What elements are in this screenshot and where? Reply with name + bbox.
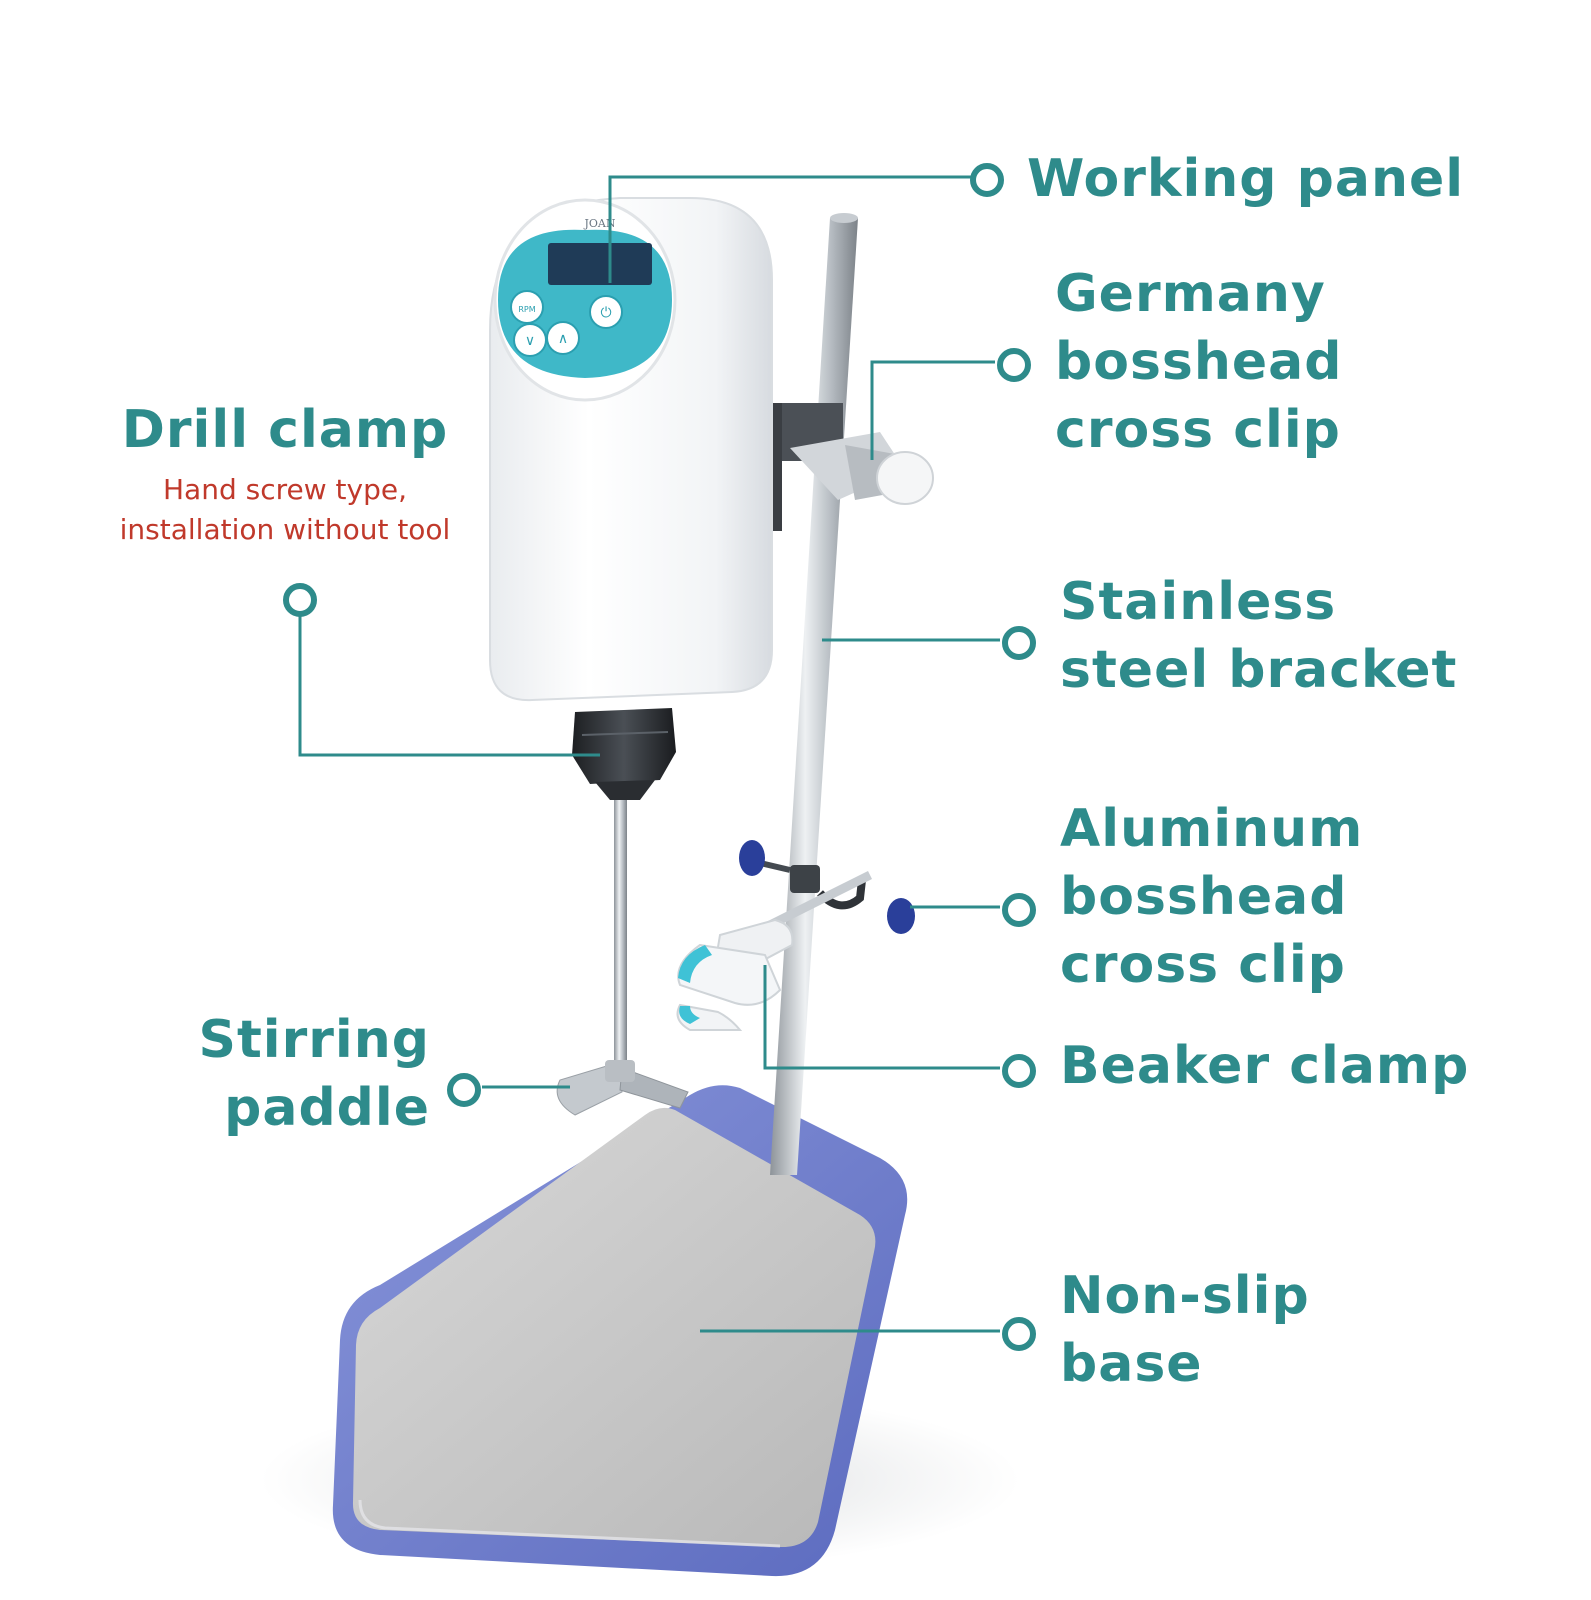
power-button-icon: ⏻	[589, 295, 623, 329]
callout-lines	[298, 175, 1000, 1333]
dot-drill-clamp	[283, 583, 317, 617]
svg-text:∧: ∧	[558, 331, 568, 347]
label-line: cross clip	[1055, 400, 1341, 460]
blue-knob-left	[739, 840, 765, 876]
lcd-display	[548, 243, 652, 285]
label-line: Stirring	[198, 1010, 430, 1070]
label-line: Non-slip	[1060, 1266, 1310, 1326]
dot-aluminum-bosshead	[1002, 893, 1036, 927]
svg-text:⏻: ⏻	[600, 305, 611, 321]
brand-label: JOAN	[584, 217, 616, 230]
down-button-icon: ∨	[513, 323, 547, 357]
label-line: cross clip	[1060, 935, 1346, 995]
label-line: paddle	[224, 1078, 430, 1138]
sub-line: Hand screw type,	[163, 473, 407, 506]
line-drill-clamp	[298, 612, 600, 757]
aluminum-bosshead-clip	[739, 840, 915, 935]
label-stainless-bracket: Stainless steel bracket	[1060, 568, 1457, 704]
dot-non-slip-base	[1002, 1317, 1036, 1351]
line-working-panel	[608, 175, 972, 283]
steel-plate	[352, 1107, 876, 1548]
label-line: steel bracket	[1060, 640, 1458, 700]
label-line: Beaker clamp	[1060, 1036, 1470, 1096]
beaker-clamp	[676, 918, 794, 1031]
label-non-slip-base: Non-slip base	[1060, 1262, 1310, 1398]
germany-bosshead-clip	[770, 403, 934, 531]
label-working-panel: Working panel	[1027, 145, 1464, 213]
sub-line: installation without tool	[119, 513, 451, 546]
label-drill-clamp-sub: Hand screw type, installation without to…	[60, 470, 510, 550]
label-line: Working panel	[1027, 149, 1465, 209]
dot-working-panel	[970, 163, 1004, 197]
motor-body: JOAN RPM ∨ ∧ ⏻	[489, 197, 773, 702]
non-slip-base	[332, 1085, 908, 1577]
drill-chuck	[572, 708, 676, 800]
label-line: Germany	[1055, 264, 1326, 324]
blue-knob-right	[887, 898, 915, 934]
svg-text:∨: ∨	[525, 333, 535, 349]
label-line: base	[1060, 1334, 1203, 1394]
svg-text:RPM: RPM	[518, 305, 535, 314]
stainless-steel-rod	[770, 213, 858, 1175]
label-germany-bosshead: Germany bosshead cross clip	[1055, 260, 1342, 464]
dot-stirring-paddle	[447, 1073, 481, 1107]
line-germany-bosshead	[870, 360, 995, 460]
bosshead-knob	[876, 451, 934, 505]
label-line: bosshead	[1055, 332, 1343, 392]
rpm-button-icon: RPM	[510, 290, 544, 324]
label-drill-clamp: Drill clamp	[90, 396, 480, 464]
line-beaker-clamp	[763, 965, 1000, 1070]
label-beaker-clamp: Beaker clamp	[1060, 1032, 1469, 1100]
label-line: Stainless	[1060, 572, 1337, 632]
up-button-icon: ∧	[546, 321, 580, 355]
dot-stainless-bracket	[1002, 626, 1036, 660]
stirring-paddle	[556, 800, 689, 1116]
label-aluminum-bosshead: Aluminum bosshead cross clip	[1060, 795, 1363, 999]
label-line: bosshead	[1060, 867, 1348, 927]
label-line: Aluminum	[1060, 799, 1364, 859]
label-stirring-paddle: Stirring paddle	[160, 1006, 430, 1142]
dot-germany-bosshead	[997, 348, 1031, 382]
label-line: Drill clamp	[121, 400, 449, 460]
dot-beaker-clamp	[1002, 1054, 1036, 1088]
